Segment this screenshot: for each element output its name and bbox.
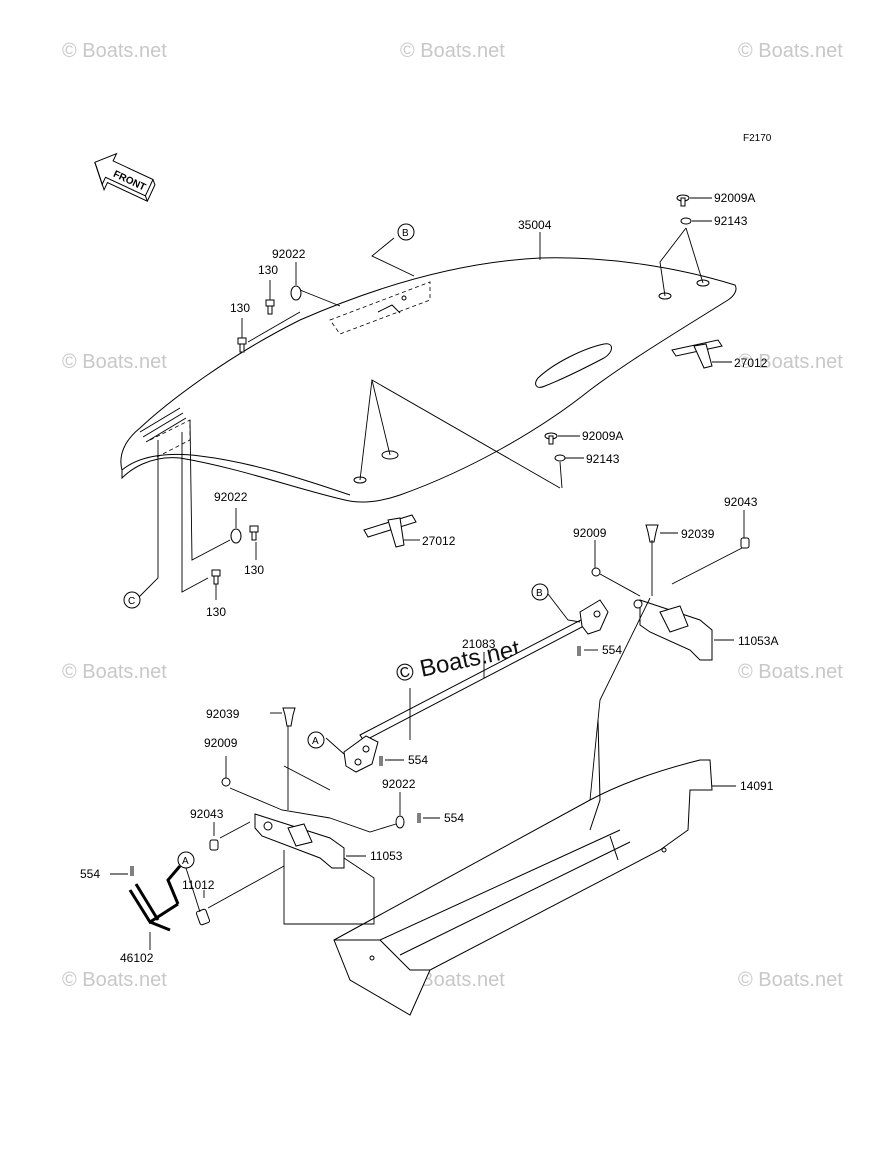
part-label-27012: 27012 bbox=[734, 356, 768, 370]
part-label-130: 130 bbox=[230, 301, 250, 315]
part-label-130: 130 bbox=[244, 563, 264, 577]
part-label-92022: 92022 bbox=[382, 777, 416, 791]
watermark: © Boats.net bbox=[400, 40, 505, 62]
ref-circle-b bbox=[397, 223, 415, 241]
part-label-92009: 92009 bbox=[573, 526, 607, 540]
part-label-130: 130 bbox=[258, 263, 278, 277]
clip-27012-right bbox=[671, 339, 723, 369]
part-label-35004: 35004 bbox=[518, 218, 552, 232]
part-label-11053a: 11053A bbox=[738, 634, 778, 648]
watermark: © Boats.net bbox=[738, 661, 843, 683]
engine-cover bbox=[120, 257, 737, 503]
part-label-92009: 92009 bbox=[204, 736, 238, 750]
watermark: © Boats.net bbox=[738, 969, 843, 991]
part-label-21083: 21083 bbox=[462, 637, 496, 651]
ref-markers: B C B A A bbox=[123, 223, 549, 869]
part-label-27012: 27012 bbox=[422, 534, 456, 548]
watermark: © Boats.net bbox=[62, 351, 167, 373]
part-label-92022: 92022 bbox=[214, 490, 248, 504]
part-label-130: 130 bbox=[206, 605, 226, 619]
part-label-92009a: 92009A bbox=[714, 191, 755, 205]
part-label-554: 554 bbox=[444, 811, 464, 825]
ref-circle-a bbox=[307, 731, 325, 749]
part-labels: 35004 92009A 92143 27012 92009A 92143 27… bbox=[80, 191, 778, 965]
part-label-92039: 92039 bbox=[206, 707, 240, 721]
handle-46102 bbox=[128, 865, 211, 932]
watermark: © Boats.net bbox=[62, 40, 167, 62]
part-label-554: 554 bbox=[80, 867, 100, 881]
part-label-554: 554 bbox=[408, 753, 428, 767]
ref-circle-a2 bbox=[177, 851, 195, 869]
front-arrow-icon: FRONT bbox=[94, 152, 156, 202]
part-label-92022: 92022 bbox=[272, 247, 306, 261]
ref-a2: A bbox=[182, 856, 189, 867]
bracket-11053a bbox=[633, 599, 713, 661]
watermark: © Boats.net bbox=[738, 40, 843, 62]
part-label-46102: 46102 bbox=[120, 951, 154, 965]
ref-a: A bbox=[312, 736, 319, 747]
part-label-554: 554 bbox=[602, 643, 622, 657]
leader-lines bbox=[110, 197, 745, 950]
ref-b2: B bbox=[536, 588, 543, 599]
ref-circle-b2 bbox=[531, 583, 549, 601]
clip-27012-left bbox=[363, 514, 417, 548]
watermark: © Boats.net bbox=[62, 661, 167, 683]
part-label-92009a: 92009A bbox=[582, 429, 623, 443]
part-label-11053: 11053 bbox=[370, 849, 403, 863]
watermarks: © Boats.net © Boats.net © Boats.net © Bo… bbox=[62, 40, 843, 991]
ref-c: C bbox=[128, 596, 135, 607]
support-rod bbox=[343, 599, 609, 773]
watermark: © Boats.net bbox=[738, 351, 843, 373]
fasteners bbox=[130, 194, 750, 876]
part-label-11012: 11012 bbox=[182, 878, 215, 892]
ref-b: B bbox=[402, 228, 409, 239]
part-label-92143: 92143 bbox=[586, 452, 620, 466]
tray-14091 bbox=[333, 719, 713, 1016]
ref-circle-c bbox=[123, 591, 141, 609]
bracket-11053 bbox=[254, 813, 345, 869]
part-label-92039: 92039 bbox=[681, 527, 715, 541]
part-label-92043: 92043 bbox=[724, 495, 758, 509]
diagram-code: F2170 bbox=[743, 133, 772, 144]
watermark: © Boats.net bbox=[62, 969, 167, 991]
part-label-92043: 92043 bbox=[190, 807, 224, 821]
part-label-14091: 14091 bbox=[740, 779, 774, 793]
part-label-92143: 92143 bbox=[714, 214, 748, 228]
